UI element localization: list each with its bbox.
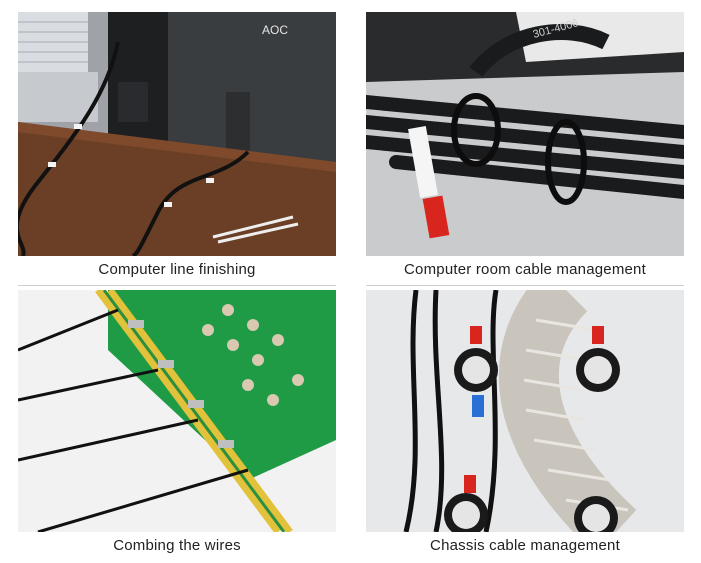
caption-combing-the-wires: Combing the wires xyxy=(113,537,241,554)
caption-chassis-cable-management: Chassis cable management xyxy=(430,537,620,554)
photo-chassis-cable-management xyxy=(366,290,684,532)
monitor-brand-text: AOC xyxy=(262,23,288,37)
divider-line xyxy=(18,285,336,286)
photo-computer-room-cable-management: 301-4006 xyxy=(366,12,684,256)
caption-computer-room-cable-management: Computer room cable management xyxy=(404,261,646,278)
photo-computer-line-finishing: AOC xyxy=(18,12,336,256)
caption-computer-line-finishing: Computer line finishing xyxy=(98,261,256,278)
photo-combing-the-wires xyxy=(18,290,336,532)
divider-line xyxy=(366,285,684,286)
